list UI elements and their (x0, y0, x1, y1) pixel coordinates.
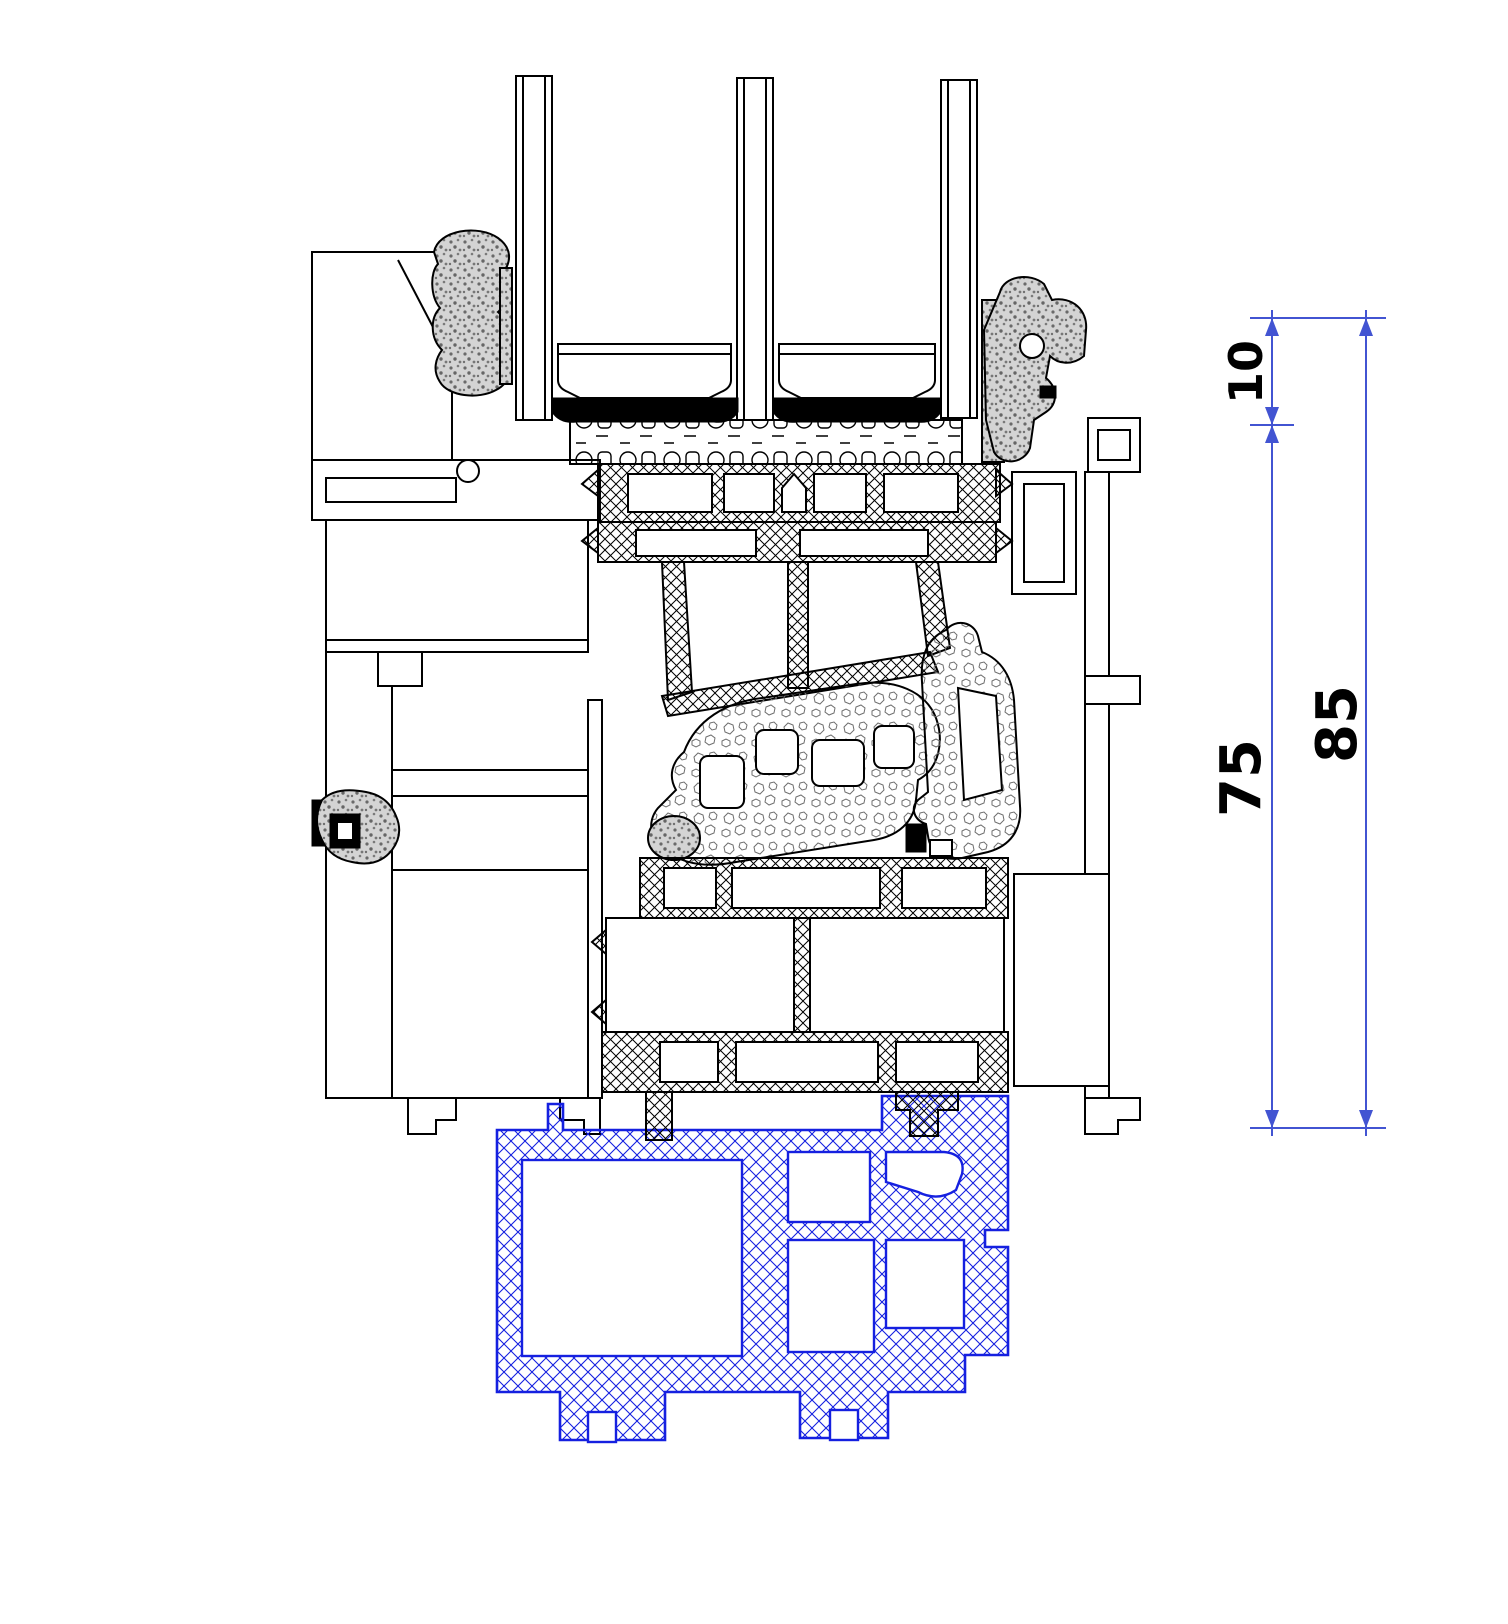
frame-left-profile (311, 251, 603, 1135)
sill-foot-notch (828, 1408, 860, 1442)
frame-left-slot (325, 477, 457, 503)
frame-foot-left (407, 1097, 457, 1135)
frame-right-top-box-inner (1097, 429, 1131, 461)
sill-chamber (786, 1238, 876, 1354)
bead-hollow (956, 686, 1004, 802)
frame-right-step (1084, 675, 1141, 705)
gasket-top-right (981, 276, 1088, 463)
sash-chamber (635, 529, 757, 557)
glass-pane-1 (515, 75, 553, 421)
arrowhead (1265, 425, 1279, 443)
sash-chamber (663, 867, 717, 909)
gasket-top-left (431, 229, 513, 397)
sash-chamber (799, 529, 929, 557)
dimension-label-10: 10 (1219, 340, 1273, 404)
sash-center-key (781, 472, 807, 513)
sash-chamber (901, 867, 987, 909)
arrowhead (1359, 1110, 1373, 1128)
dimension-annotations: 10 75 85 (1209, 310, 1386, 1136)
frame-screw-port (456, 459, 480, 483)
sash-rib-center (787, 561, 809, 689)
frame-lower-chamber (391, 869, 589, 1099)
glass-pane-3 (940, 79, 978, 419)
dimension-label-75: 75 (1209, 739, 1274, 817)
glazing-seal-1 (551, 397, 739, 423)
sash-tab-step (895, 1091, 959, 1137)
foam-insulation (647, 681, 941, 866)
glass-pane-2 (736, 77, 774, 421)
sash-chamber (735, 1041, 879, 1083)
sash-gasket-lip (995, 467, 1014, 498)
frame-right-profile (1011, 417, 1141, 1135)
glazing-seal-2 (772, 397, 942, 423)
sill-profile (495, 1094, 1010, 1444)
sash-chamber (723, 473, 775, 513)
frame-foot-right (559, 1097, 601, 1135)
glazing-bridge (569, 419, 963, 465)
sash-gasket-lip (590, 927, 607, 957)
sash-chamber (895, 1041, 979, 1083)
sill-foot-notch (586, 1410, 618, 1444)
sill-chamber (884, 1238, 966, 1330)
aluminum-glazing-bead (905, 621, 1022, 860)
gasket-core-hole (336, 821, 354, 841)
frame-right-lower-chamber (1013, 873, 1110, 1087)
foam-void (873, 725, 915, 769)
sill-chamber (786, 1150, 872, 1224)
sill-chamber-curved (884, 1150, 964, 1198)
frame-clip-gasket (311, 789, 401, 865)
sill-chamber-main (520, 1158, 744, 1358)
glazing-spacer-1 (557, 343, 732, 399)
frame-right-foot (1084, 1097, 1141, 1135)
gasket-top-left-body (431, 229, 511, 397)
sash-rib-lower (793, 917, 811, 1033)
sash-gasket-lip (590, 997, 607, 1027)
frame-left-wall (325, 651, 393, 1099)
foam-void (811, 739, 865, 787)
sash-gasket-lip (580, 525, 599, 555)
foam-void (755, 729, 799, 775)
gasket-top-right-body (982, 276, 1088, 463)
sash-chamber (659, 1041, 719, 1083)
sash-bottom-tabs (645, 1091, 959, 1141)
glazing-unit (515, 75, 978, 423)
sash-tab (645, 1091, 673, 1141)
frame-right-top-box (1087, 417, 1141, 473)
foam-end-plug (647, 815, 701, 861)
glazing-spacer-2 (778, 343, 936, 399)
arrowhead (1359, 318, 1373, 336)
frame-left-notch (377, 651, 423, 687)
sash-lower-section (590, 857, 1009, 1093)
dimension-label-85: 85 (1305, 685, 1370, 763)
frame-left-top-chamber (311, 251, 453, 461)
arrowhead (1265, 1110, 1279, 1128)
gasket-top-left-arm (499, 267, 513, 385)
sash-gasket-lip (995, 525, 1014, 555)
sash-wall-left (660, 561, 694, 702)
frame-left-main-chamber (325, 519, 589, 653)
frame-mid-member (391, 769, 601, 797)
frame-jamb-wall (587, 699, 603, 1099)
bead-clip (905, 823, 927, 853)
gasket-top-right-clip (1039, 385, 1057, 399)
sash-chamber (883, 473, 959, 513)
sash-chamber (627, 473, 713, 513)
frame-right-upper-chamber-inner (1023, 483, 1065, 583)
foam-body (650, 681, 941, 866)
sash-chamber (813, 473, 867, 513)
arrowhead (1265, 318, 1279, 336)
bead-clip-gap (929, 839, 953, 857)
arrowhead (1265, 407, 1279, 425)
sash-chamber (731, 867, 881, 909)
sash-gasket-lip (580, 467, 599, 498)
gasket-top-right-hole (1019, 333, 1045, 359)
foam-void (699, 755, 745, 809)
